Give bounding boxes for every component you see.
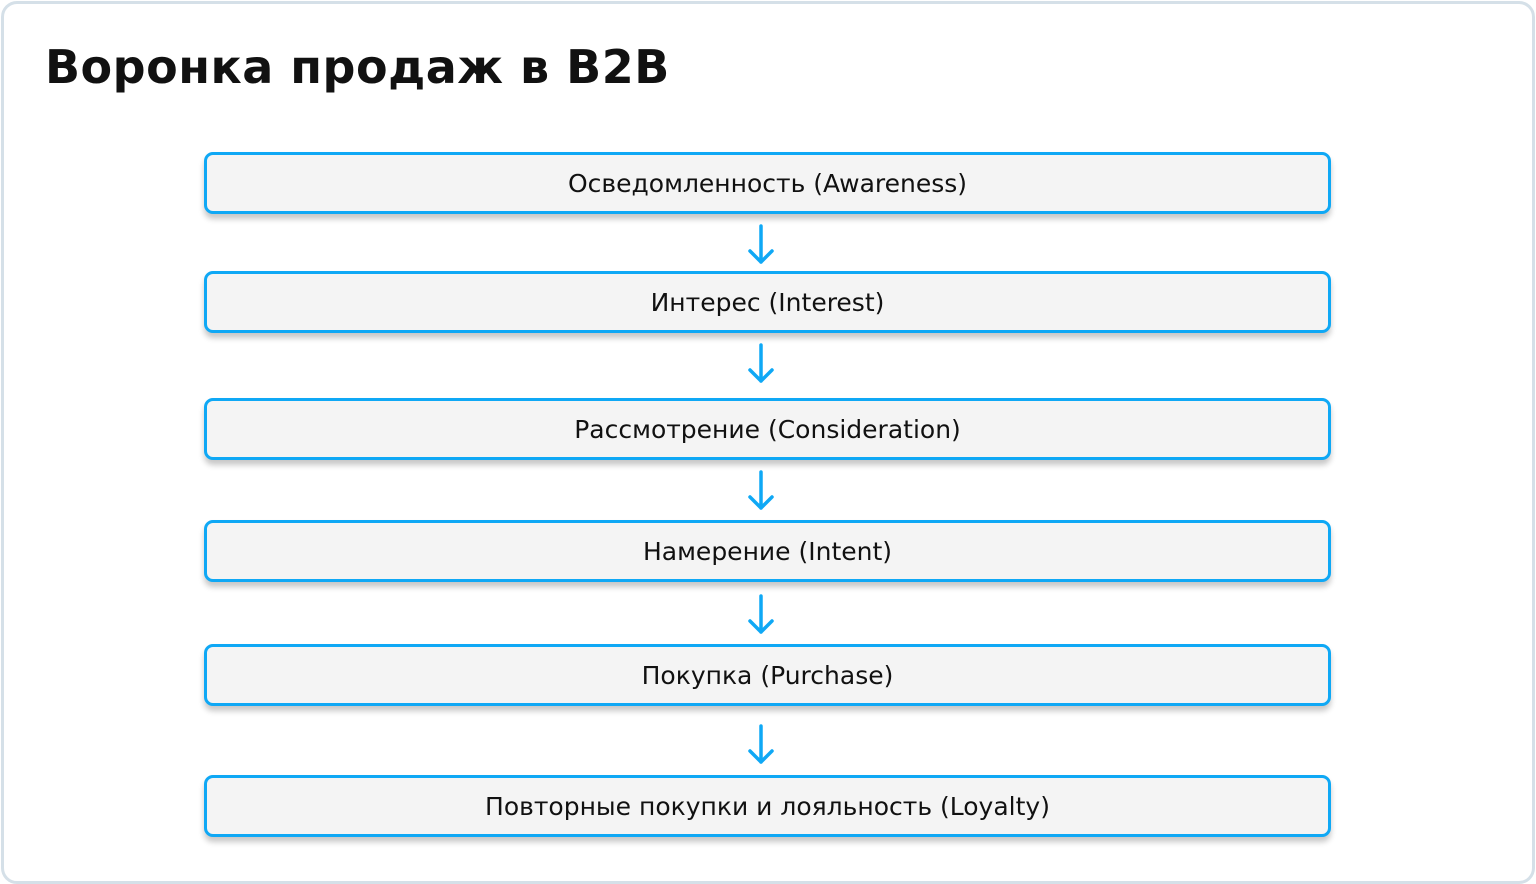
arrow-down-icon: [748, 470, 774, 510]
stage-label: Повторные покупки и лояльность (Loyalty): [485, 791, 1050, 821]
funnel-stage-intent: Намерение (Intent): [204, 520, 1331, 582]
stage-label: Покупка (Purchase): [641, 660, 894, 690]
stage-label: Рассмотрение (Consideration): [574, 414, 961, 444]
arrow-down-icon: [748, 343, 774, 383]
arrow-down-icon: [748, 224, 774, 264]
arrow-down-icon: [748, 594, 774, 634]
page-title: Воронка продаж в B2B: [45, 40, 670, 94]
funnel-stage-consideration: Рассмотрение (Consideration): [204, 398, 1331, 460]
stage-label: Осведомленность (Awareness): [567, 168, 968, 198]
funnel-stage-purchase: Покупка (Purchase): [204, 644, 1331, 706]
funnel-stage-loyalty: Повторные покупки и лояльность (Loyalty): [204, 775, 1331, 837]
funnel-stage-interest: Интерес (Interest): [204, 271, 1331, 333]
stage-label: Намерение (Intent): [642, 536, 893, 566]
arrow-down-icon: [748, 724, 774, 764]
stage-label: Интерес (Interest): [650, 287, 885, 317]
funnel-stage-awareness: Осведомленность (Awareness): [204, 152, 1331, 214]
